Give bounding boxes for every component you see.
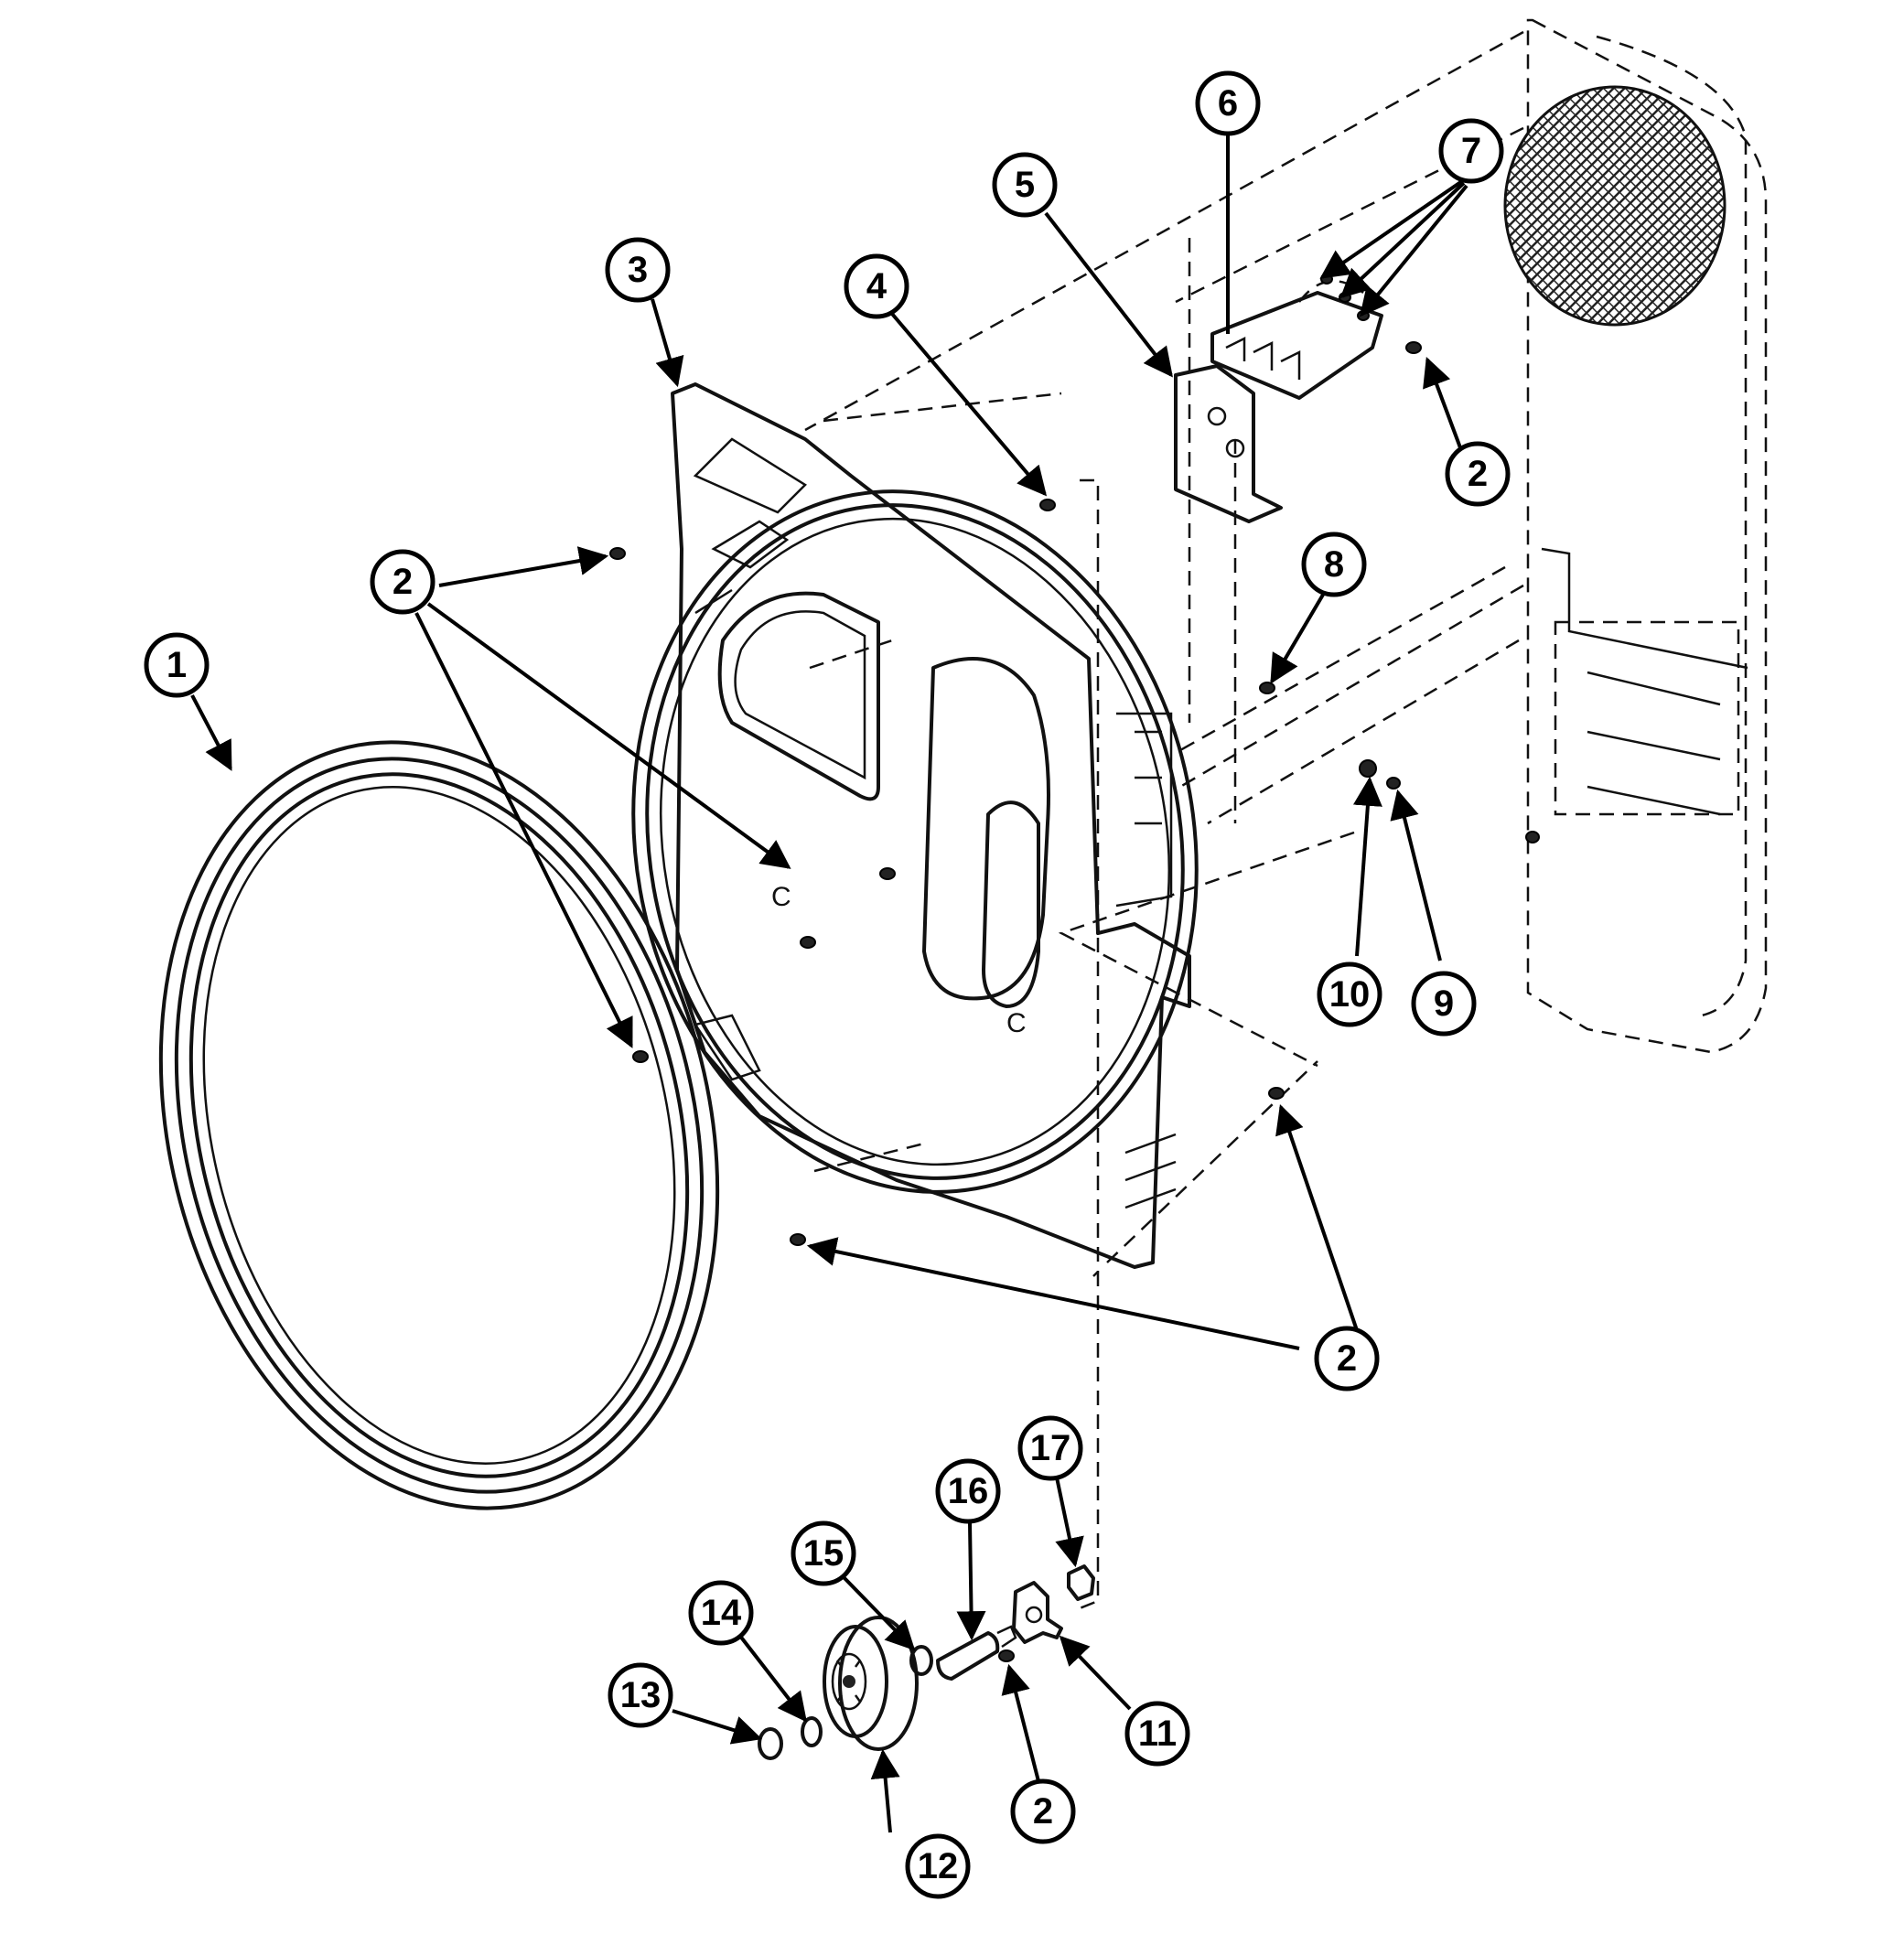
callout-3: 3: [605, 237, 671, 303]
callout-7: 7: [1438, 118, 1504, 184]
callout-2-upper-right: 2: [1445, 441, 1511, 507]
callout-10: 10: [1317, 962, 1382, 1027]
callout-8-label: 8: [1324, 544, 1344, 585]
callout-1-label: 1: [167, 645, 187, 685]
callout-2-upper-right-label: 2: [1468, 454, 1488, 494]
terminal-bracket: [1174, 364, 1283, 523]
callout-15-label: 15: [803, 1533, 844, 1574]
callout-5-label: 5: [1015, 165, 1035, 205]
panel-mark-lower: C: [1006, 1008, 1027, 1038]
vent-mesh: [1503, 85, 1727, 327]
callout-16: 16: [935, 1458, 1001, 1524]
roller-washer-15: [909, 1645, 933, 1676]
callout-13: 13: [608, 1662, 673, 1728]
callout-9: 9: [1411, 971, 1477, 1037]
callout-10-label: 10: [1329, 974, 1371, 1015]
callout-11: 11: [1124, 1701, 1190, 1767]
callout-6: 6: [1195, 70, 1261, 136]
callouts: 1 2 2 2 2 3 4 5: [144, 70, 1511, 1899]
door-seal-ring: [158, 740, 720, 1510]
callout-2-bottom-label: 2: [1033, 1791, 1053, 1832]
callout-8: 8: [1301, 532, 1367, 597]
callout-2-lower-center: 2: [1314, 1326, 1380, 1391]
roller-assembly: [758, 1564, 1095, 1760]
leader-lines: [190, 135, 1468, 1833]
roller-clip-13: [758, 1727, 783, 1760]
assembly-guide-lines: [804, 30, 1524, 1612]
callout-11-label: 11: [1138, 1714, 1177, 1754]
callout-2-left-label: 2: [393, 562, 413, 602]
roller-shaft: [936, 1631, 1000, 1681]
panel-mark-upper: C: [771, 882, 791, 912]
callout-12: 12: [905, 1833, 971, 1899]
callout-2-left: 2: [370, 549, 436, 615]
cabinet-back-panel: [1503, 18, 1768, 1054]
callout-2-lower-center-label: 2: [1337, 1338, 1357, 1379]
callout-7-label: 7: [1461, 131, 1481, 171]
callout-4: 4: [844, 253, 909, 319]
callout-14-label: 14: [701, 1593, 742, 1633]
callout-15: 15: [791, 1520, 856, 1586]
callout-3-label: 3: [628, 250, 648, 290]
callout-1: 1: [144, 632, 210, 698]
roller-nut-17: [1067, 1564, 1095, 1601]
callout-5: 5: [992, 152, 1058, 218]
front-bulkhead-panel: C C: [631, 382, 1199, 1269]
callout-12-label: 12: [918, 1846, 959, 1886]
callout-2-bottom: 2: [1010, 1778, 1076, 1844]
callout-13-label: 13: [620, 1675, 662, 1715]
callout-17-label: 17: [1030, 1428, 1071, 1468]
callout-17: 17: [1017, 1415, 1083, 1481]
callout-6-label: 6: [1218, 83, 1238, 124]
callout-16-label: 16: [948, 1471, 989, 1511]
callout-14: 14: [688, 1580, 754, 1646]
roller-clip-14: [801, 1716, 823, 1747]
callout-9-label: 9: [1434, 983, 1454, 1024]
callout-4-label: 4: [866, 266, 887, 306]
roller-bracket-11: [1012, 1581, 1063, 1644]
